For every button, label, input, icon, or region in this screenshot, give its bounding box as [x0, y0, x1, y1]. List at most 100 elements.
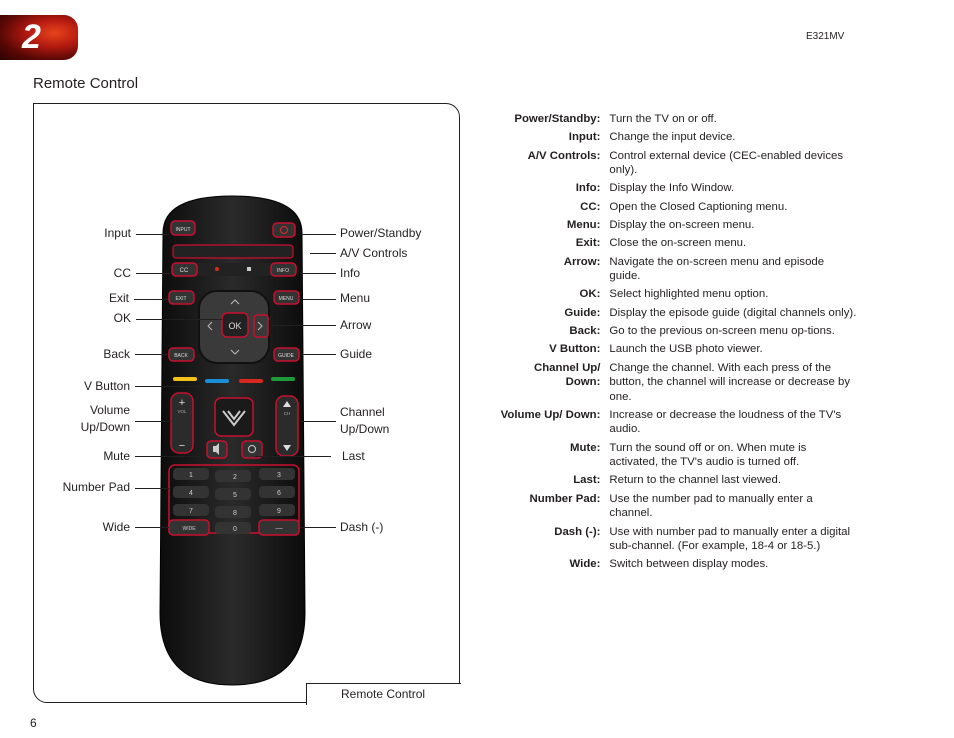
svg-text:WIDE: WIDE	[182, 526, 196, 532]
description-row: Wide: Switch between display modes.	[497, 557, 857, 575]
svg-text:6: 6	[277, 490, 281, 497]
model-number: E321MV	[806, 31, 845, 42]
description-line: Navigate the on-screen menu and episode …	[609, 255, 825, 283]
description-row: Last: Return to the channel last viewed.	[497, 473, 857, 491]
svg-text:GUIDE: GUIDE	[278, 353, 295, 359]
description-definition: Control external device (CEC-enabled dev…	[609, 149, 857, 182]
description-row: Mute: Turn the sound off or on. When mute…	[497, 441, 857, 474]
callout-volume: Volume Up/Down	[80, 403, 130, 434]
description-line: Change the channel. With each press of t…	[609, 361, 851, 403]
callout-cc: CC	[113, 266, 131, 280]
svg-text:INPUT: INPUT	[176, 227, 191, 233]
description-term: Volume Up/ Down:	[500, 408, 601, 421]
description-definition: Increase or decrease the loudness of the…	[609, 408, 857, 441]
description-row: Volume Up/ Down: Increase or decrease the…	[497, 408, 857, 441]
description-definition: Open the Closed Captioning menu.	[609, 200, 857, 218]
callout-power-standby: Power/Standby	[340, 226, 422, 240]
description-row: Arrow: Navigate the on-screen menu and ep…	[497, 255, 857, 288]
description-term: CC:	[580, 200, 601, 213]
svg-text:CH: CH	[284, 411, 291, 416]
description-row: CC: Open the Closed Captioning menu.	[497, 200, 857, 218]
callout-ok: OK	[113, 311, 131, 325]
description-row: Number Pad:Use the number pad to manuall…	[497, 492, 857, 525]
description-definition: Go to the previous on-screen menu op-tio…	[609, 324, 857, 342]
description-term: Dash (-):	[554, 525, 601, 538]
callout-input: Input	[104, 226, 131, 240]
description-line: Open the Closed Captioning menu.	[609, 200, 788, 213]
description-line: Turn the sound off or on. When mute is a…	[609, 441, 807, 469]
svg-text:4: 4	[189, 490, 193, 497]
callout-last: Last	[342, 449, 365, 463]
description-row: Exit: Close the on-screen menu.	[497, 236, 857, 254]
description-line: Go to the previous on-screen menu op-tio…	[609, 324, 835, 337]
callout-wide: Wide	[102, 520, 130, 534]
description-definition: Change the input device.	[609, 130, 857, 148]
description-line: Display the Info Window.	[609, 182, 735, 195]
description-line: Change the input device.	[609, 131, 736, 144]
description-definition: Switch between display modes.	[609, 557, 857, 575]
description-definition: Select highlighted menu option.	[609, 287, 857, 305]
description-line: Launch the USB photo viewer.	[609, 343, 763, 356]
description-line: Turn the TV on or off.	[609, 113, 717, 125]
description-term: Arrow:	[563, 255, 601, 268]
description-line: Control external device (CEC-enabled dev…	[609, 149, 844, 177]
description-definition: Turn the sound off or on. When mute is a…	[609, 441, 857, 474]
svg-text:OK: OK	[228, 321, 241, 331]
chapter-badge: 2	[0, 15, 78, 60]
svg-text:CC: CC	[180, 268, 189, 274]
description-definition: Use with number pad to manually enter a …	[609, 525, 857, 558]
description-term: V Button:	[549, 343, 601, 356]
description-line: Close the on-screen menu.	[609, 237, 747, 250]
description-definition: Launch the USB photo viewer.	[609, 342, 857, 360]
callout-av-controls: A/V Controls	[340, 246, 408, 260]
callout-arrow: Arrow	[340, 318, 372, 332]
description-definition: Close the on-screen menu.	[609, 236, 857, 254]
button-description-table: Power/Standby:Turn the TV on or off.Inpu…	[497, 112, 857, 576]
description-term: Wide:	[569, 558, 601, 571]
description-term: Input:	[568, 131, 601, 144]
description-row: Info: Display the Info Window.	[497, 181, 857, 199]
description-line: Display the episode guide (digital chann…	[609, 306, 857, 319]
callout-v-button: V Button	[83, 379, 130, 393]
callout-dash: Dash (-)	[340, 520, 384, 534]
description-term: Channel Up/ Down:	[533, 361, 601, 389]
description-line: Display the on-screen menu.	[609, 218, 755, 231]
description-definition: Navigate the on-screen menu and episode …	[609, 255, 857, 288]
callout-info: Info	[340, 266, 361, 280]
page-number: 6	[30, 716, 37, 730]
description-line: sub-channel. (For example, 18-4 or 18-5.…	[609, 540, 821, 553]
description-term: Info:	[575, 182, 601, 195]
callout-mute: Mute	[103, 449, 130, 463]
callout-menu: Menu	[340, 291, 371, 305]
svg-text:BACK: BACK	[174, 353, 188, 359]
callout-back: Back	[103, 347, 130, 361]
description-definition: Turn the TV on or off.	[609, 112, 857, 130]
description-row: Input: Change the input device.	[497, 130, 857, 148]
description-definition: Display the episode guide (digital chann…	[609, 306, 857, 324]
description-term: Exit:	[575, 237, 601, 250]
svg-text:2: 2	[233, 474, 237, 481]
description-line: Increase or decrease the loudness of the…	[609, 408, 842, 436]
description-line: Use with number pad to manually enter a …	[609, 525, 851, 538]
chapter-number: 2	[22, 18, 41, 56]
description-term: Mute:	[570, 441, 601, 454]
description-definition: Use the number pad to manually enter a c…	[609, 492, 857, 525]
callout-channel: Channel Up/Down	[340, 405, 390, 436]
description-definition: Display the Info Window.	[609, 181, 857, 199]
section-title: Remote Control	[33, 75, 139, 92]
svg-text:INFO: INFO	[277, 268, 289, 274]
svg-text:—: —	[276, 525, 283, 532]
svg-text:7: 7	[189, 508, 193, 515]
description-line: Return to the channel last viewed.	[609, 474, 782, 487]
svg-text:5: 5	[233, 492, 237, 499]
description-term: Last:	[573, 474, 601, 487]
description-line: Use the number pad to manually enter a c…	[609, 492, 813, 520]
description-row: Menu:Display the on-screen menu.	[497, 218, 857, 236]
description-term: Guide:	[564, 306, 601, 319]
description-term: Back:	[569, 324, 601, 337]
callout-exit: Exit	[108, 291, 129, 305]
figure-frame	[33, 103, 460, 703]
svg-text:−: −	[179, 440, 185, 452]
description-row: Dash (-): Use with number pad to manually…	[497, 525, 857, 558]
description-row: Power/Standby:Turn the TV on or off.	[497, 112, 857, 130]
